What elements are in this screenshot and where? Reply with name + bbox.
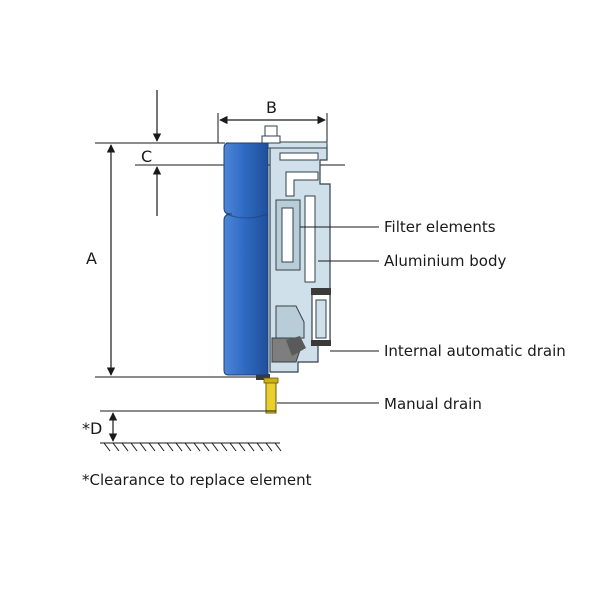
callout-internal-drain: Internal automatic drain bbox=[384, 342, 566, 360]
dimension-d-label: *D bbox=[82, 419, 102, 438]
ground-hatching bbox=[103, 442, 282, 452]
hatch-stroke bbox=[238, 442, 246, 452]
callout-aluminium-body: Aluminium body bbox=[384, 252, 506, 270]
hatch-stroke bbox=[139, 442, 147, 452]
drain-seal-bottom bbox=[311, 340, 331, 346]
hatch-stroke bbox=[229, 442, 237, 452]
dimension-c-label: C bbox=[141, 147, 152, 166]
hatch-stroke bbox=[220, 442, 228, 452]
dimension-d: *D bbox=[82, 410, 276, 442]
head-inlet-channel bbox=[279, 152, 319, 161]
drain-seal-top bbox=[311, 288, 331, 295]
ground-line bbox=[100, 442, 282, 452]
hatch-stroke bbox=[211, 442, 219, 452]
housing-wall-gap bbox=[304, 195, 316, 283]
top-port-base bbox=[261, 135, 281, 144]
bowl-internal-section bbox=[275, 305, 305, 339]
hatch-stroke bbox=[157, 442, 165, 452]
filter-bowl-blue bbox=[223, 142, 269, 376]
hatch-stroke bbox=[274, 442, 282, 452]
top-port-plug bbox=[264, 125, 278, 137]
callouts: Filter elements Aluminium body Internal … bbox=[277, 218, 566, 413]
footnote-clearance: *Clearance to replace element bbox=[82, 471, 312, 489]
hatch-stroke bbox=[184, 442, 192, 452]
hatch-stroke bbox=[175, 442, 183, 452]
manual-drain-nut bbox=[263, 377, 279, 384]
manual-drain-valve bbox=[265, 379, 277, 414]
hatch-stroke bbox=[121, 442, 129, 452]
bottom-gasket bbox=[256, 374, 270, 380]
hatch-stroke bbox=[148, 442, 156, 452]
callout-manual-drain: Manual drain bbox=[384, 395, 482, 413]
hatch-stroke bbox=[166, 442, 174, 452]
filter-element-core bbox=[281, 207, 294, 263]
drain-valve-seat bbox=[286, 336, 306, 356]
hatch-stroke bbox=[265, 442, 273, 452]
dimension-a: A bbox=[86, 142, 268, 378]
hatch-stroke bbox=[103, 442, 111, 452]
callout-filter-elements: Filter elements bbox=[384, 218, 496, 236]
hatch-stroke bbox=[202, 442, 210, 452]
head-outlet-channel bbox=[285, 171, 319, 197]
dimension-b: B bbox=[217, 98, 328, 145]
bowl-joint-line bbox=[225, 213, 269, 219]
hatch-stroke bbox=[193, 442, 201, 452]
filter-unit bbox=[223, 125, 331, 414]
dimension-a-label: A bbox=[86, 249, 97, 268]
hatch-stroke bbox=[256, 442, 264, 452]
hatch-stroke bbox=[247, 442, 255, 452]
hatch-stroke bbox=[130, 442, 138, 452]
drain-float bbox=[315, 299, 327, 339]
hatch-stroke bbox=[112, 442, 120, 452]
dimension-b-label: B bbox=[266, 98, 277, 117]
